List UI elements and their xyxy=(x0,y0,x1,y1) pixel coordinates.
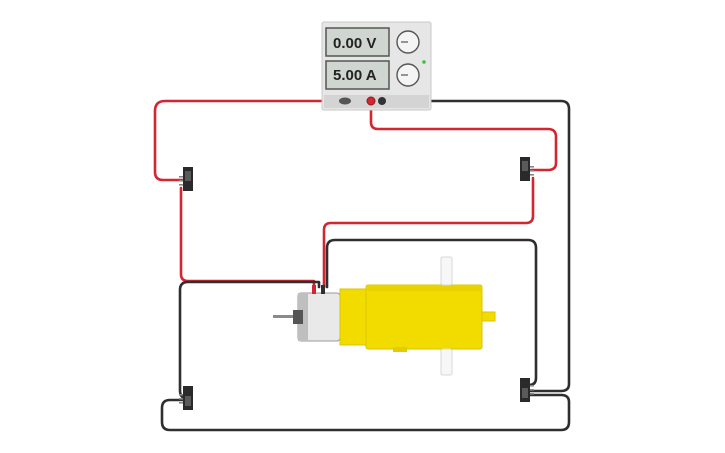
wire-red-switch-tr-to-motor[interactable] xyxy=(322,176,535,289)
motor-gearbox xyxy=(365,284,483,350)
wire-black-motor-to-switch-bl[interactable] xyxy=(178,280,321,400)
motor-terminal-positive[interactable] xyxy=(312,285,316,294)
power-supply[interactable]: 0.00 V 5.00 A xyxy=(321,21,432,111)
wire-black-motor-to-switch-br[interactable] xyxy=(325,238,538,387)
current-display xyxy=(325,60,390,90)
wire-red-switch-tl-to-motor[interactable] xyxy=(179,186,316,289)
voltage-knob[interactable] xyxy=(396,30,420,54)
switch-top-right[interactable] xyxy=(520,157,534,181)
switch-bottom-right[interactable] xyxy=(520,378,534,402)
wire-red-supply-to-switch-tr[interactable] xyxy=(369,99,558,172)
switch-top-left[interactable] xyxy=(179,167,193,191)
voltage-readout: 0.00 V xyxy=(333,35,376,52)
wire-black-bottom-loop[interactable] xyxy=(160,393,571,432)
wire-red-supply-to-switch-tl[interactable] xyxy=(153,99,362,182)
indicator-led xyxy=(422,60,426,64)
current-readout: 5.00 A xyxy=(333,67,377,84)
negative-terminal[interactable] xyxy=(378,97,386,105)
motor-shaft xyxy=(273,315,299,318)
ground-terminal[interactable] xyxy=(339,97,351,105)
current-knob[interactable] xyxy=(396,63,420,87)
wire-black-supply-to-switch-br[interactable] xyxy=(380,99,571,393)
positive-terminal[interactable] xyxy=(366,96,376,106)
motor-terminal-negative[interactable] xyxy=(321,285,325,294)
voltage-display xyxy=(325,27,390,57)
switch-bottom-left[interactable] xyxy=(179,386,193,410)
dc-gear-motor[interactable] xyxy=(273,256,496,376)
